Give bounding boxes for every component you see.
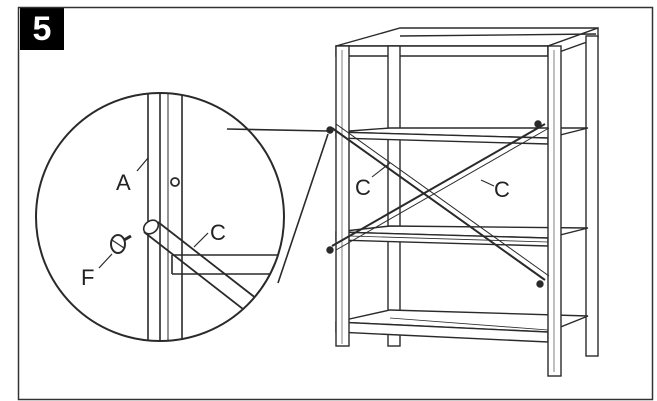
label-c-right: C — [494, 177, 510, 202]
step-number-badge: 5 — [20, 8, 64, 50]
label-c-detail: C — [210, 220, 226, 245]
callout-line-bottom — [277, 133, 329, 284]
label-a: A — [116, 170, 131, 195]
detail-magnifier — [35, 92, 329, 342]
label-c-left: C — [355, 175, 371, 200]
magnifier-circle — [35, 92, 285, 342]
screw-f — [110, 234, 132, 254]
shelf-unit — [326, 27, 599, 377]
panel-border — [17, 6, 654, 401]
label-f: F — [81, 265, 94, 290]
callout-line-top — [226, 128, 329, 132]
